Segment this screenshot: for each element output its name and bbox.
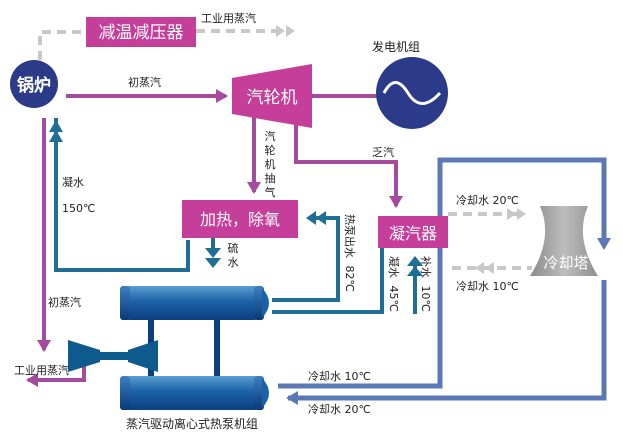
drain-label-group: 硫 水 bbox=[228, 241, 239, 269]
turbine-extraction-char-2: 轮 bbox=[265, 143, 276, 157]
main-steam-left-arrow bbox=[37, 340, 51, 352]
condensed-water-pipe bbox=[272, 246, 384, 314]
compressor-shaft bbox=[98, 352, 130, 360]
main-steam-top-label: 初蒸汽 bbox=[128, 75, 161, 89]
heat-pump-out-arrow-2 bbox=[316, 211, 326, 225]
turbine-label: 汽轮机 bbox=[247, 88, 298, 108]
cooling-10-bottom-pipe bbox=[278, 230, 443, 389]
heater-box bbox=[182, 200, 298, 238]
industrial-steam-top-arrow-1 bbox=[276, 25, 285, 37]
industrial-steam-bottom-pipe bbox=[28, 362, 86, 382]
exhaust-steam-pipe bbox=[294, 112, 398, 206]
cool-10-top-label: 冷却水 10℃ bbox=[456, 280, 519, 293]
lower-tank-cap-right bbox=[254, 376, 264, 410]
cooling-20-top-arrow-2 bbox=[517, 208, 526, 220]
drain-stem bbox=[211, 238, 215, 250]
condensate-temp-label: 150℃ bbox=[62, 202, 95, 215]
heat-pump-out-arrow-1 bbox=[306, 211, 316, 225]
cooling-10-top-arrow-2 bbox=[485, 262, 494, 274]
desuperheater-label: 减温减压器 bbox=[99, 23, 184, 43]
cooling-10-top-arrow-1 bbox=[475, 262, 484, 274]
heat-pump-out-label: 热泵出水 82℃ bbox=[343, 214, 357, 292]
condensed-water-label: 凝水 45℃ bbox=[387, 256, 401, 312]
makeup-water-label: 补水 10℃ bbox=[419, 256, 432, 312]
condensed-water-temp: 45℃ bbox=[387, 286, 400, 312]
compressor-cone-right bbox=[128, 340, 158, 372]
boiler-icon bbox=[10, 60, 58, 108]
cooling-20-top-arrow-1 bbox=[507, 208, 516, 220]
makeup-water-text: 补水 bbox=[419, 256, 432, 278]
exhaust-steam-label: 乏汽 bbox=[372, 145, 394, 159]
makeup-water-temp: 10℃ bbox=[419, 286, 432, 312]
compressor-cone-left bbox=[68, 340, 100, 372]
turbine-extraction-char-5: 气 bbox=[265, 185, 276, 199]
turbine-extraction-arrow bbox=[247, 182, 261, 194]
cooling-20-bottom-pipe bbox=[288, 280, 607, 401]
upper-tank-cap-right bbox=[254, 286, 264, 320]
boiler-label: 锅炉 bbox=[17, 75, 51, 96]
generator-wave bbox=[382, 81, 442, 105]
heater-label: 加热，除氧 bbox=[200, 210, 280, 229]
upper-tank-dome bbox=[262, 288, 269, 318]
cooling-loop-arrow bbox=[597, 238, 611, 250]
sine-wave-generator-icon bbox=[376, 57, 448, 129]
double-cone-compressor-icon bbox=[68, 340, 158, 372]
condenser-label: 凝汽器 bbox=[389, 224, 437, 243]
makeup-water-stem bbox=[413, 258, 417, 314]
exhaust-steam-arrow bbox=[389, 196, 403, 208]
heat-pump-out-temp: 82℃ bbox=[343, 266, 356, 292]
lower-tank bbox=[124, 376, 260, 410]
lower-tank-cap-left bbox=[120, 376, 130, 410]
generator-label: 发电机组 bbox=[372, 39, 420, 54]
industrial-steam-bottom-label: 工业用蒸汽 bbox=[14, 363, 69, 377]
heat-pump-out-text: 热泵出水 bbox=[343, 214, 357, 258]
desuperheater-box bbox=[86, 17, 196, 47]
industrial-steam-top-arrow-2 bbox=[286, 25, 295, 37]
turbine-extraction-char-1: 汽 bbox=[265, 129, 276, 143]
main-steam-left-label: 初蒸汽 bbox=[48, 295, 81, 309]
cool-20-bottom-label: 冷却水 20℃ bbox=[308, 403, 371, 416]
condenser-box bbox=[378, 216, 448, 248]
condensate-arrow-2 bbox=[49, 130, 63, 142]
heat-pump-label: 蒸汽驱动离心式热泵机组 bbox=[126, 416, 258, 431]
cooling-tower-icon bbox=[530, 206, 598, 276]
drain-char-2: 水 bbox=[228, 256, 239, 269]
desuperheater-supply-pipe bbox=[38, 30, 86, 60]
cooling-tower-label: 冷却塔 bbox=[543, 254, 588, 272]
drain-arrow-2 bbox=[205, 258, 221, 268]
cool-20-top-label: 冷却水 20℃ bbox=[456, 194, 519, 207]
cool-10-bottom-label: 冷却水 10℃ bbox=[308, 370, 371, 383]
heat-pump-connector-right bbox=[214, 316, 220, 376]
main-steam-arrow bbox=[216, 89, 228, 103]
industrial-steam-top-label: 工业用蒸汽 bbox=[201, 11, 256, 25]
drain-arrow-1 bbox=[205, 248, 221, 258]
cooling-loop-outer bbox=[437, 157, 607, 246]
turbine-trapezoid-icon bbox=[232, 64, 312, 128]
condensate-label: 凝水 bbox=[62, 175, 84, 189]
drain-char-1: 硫 bbox=[228, 241, 239, 255]
makeup-water-arrow-1 bbox=[407, 256, 423, 266]
industrial-steam-bottom-arrow bbox=[26, 373, 38, 387]
turbine-extraction-char-4: 抽 bbox=[265, 171, 276, 185]
cooling-20-bottom-arrow bbox=[286, 391, 298, 405]
condensate-arrow-1 bbox=[49, 120, 63, 132]
turbine-extraction-char-3: 机 bbox=[265, 157, 276, 171]
condensed-water-text: 凝水 bbox=[387, 256, 401, 278]
makeup-water-arrow-2 bbox=[407, 266, 423, 276]
lower-tank-dome bbox=[262, 378, 269, 408]
upper-tank-cap-left bbox=[120, 286, 130, 320]
upper-tank bbox=[124, 286, 260, 320]
turbine-extraction-label-group: 汽 轮 机 抽 气 bbox=[265, 129, 276, 199]
condensate-return-pipe bbox=[54, 118, 190, 272]
